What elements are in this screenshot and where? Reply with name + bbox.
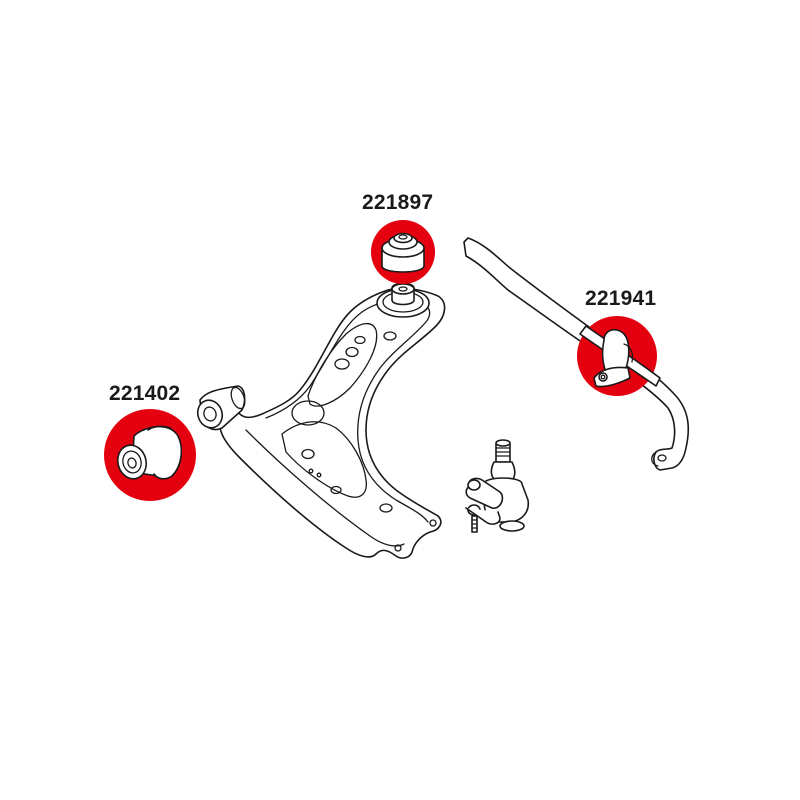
part-number-label-221402: 221402 [109,382,181,405]
arm-rear-bushing [376,282,430,318]
anti-roll-bar [463,237,690,471]
part-number-label-221941: 221941 [585,287,657,310]
part-number-label-221897: 221897 [362,191,434,214]
callout-circle-221897 [371,220,435,284]
lower-control-arm [218,287,446,559]
callout-circle-221402 [104,409,196,501]
arm-front-pivot [196,385,246,431]
ball-joint [465,439,530,533]
callout-circle-221941 [577,316,661,396]
